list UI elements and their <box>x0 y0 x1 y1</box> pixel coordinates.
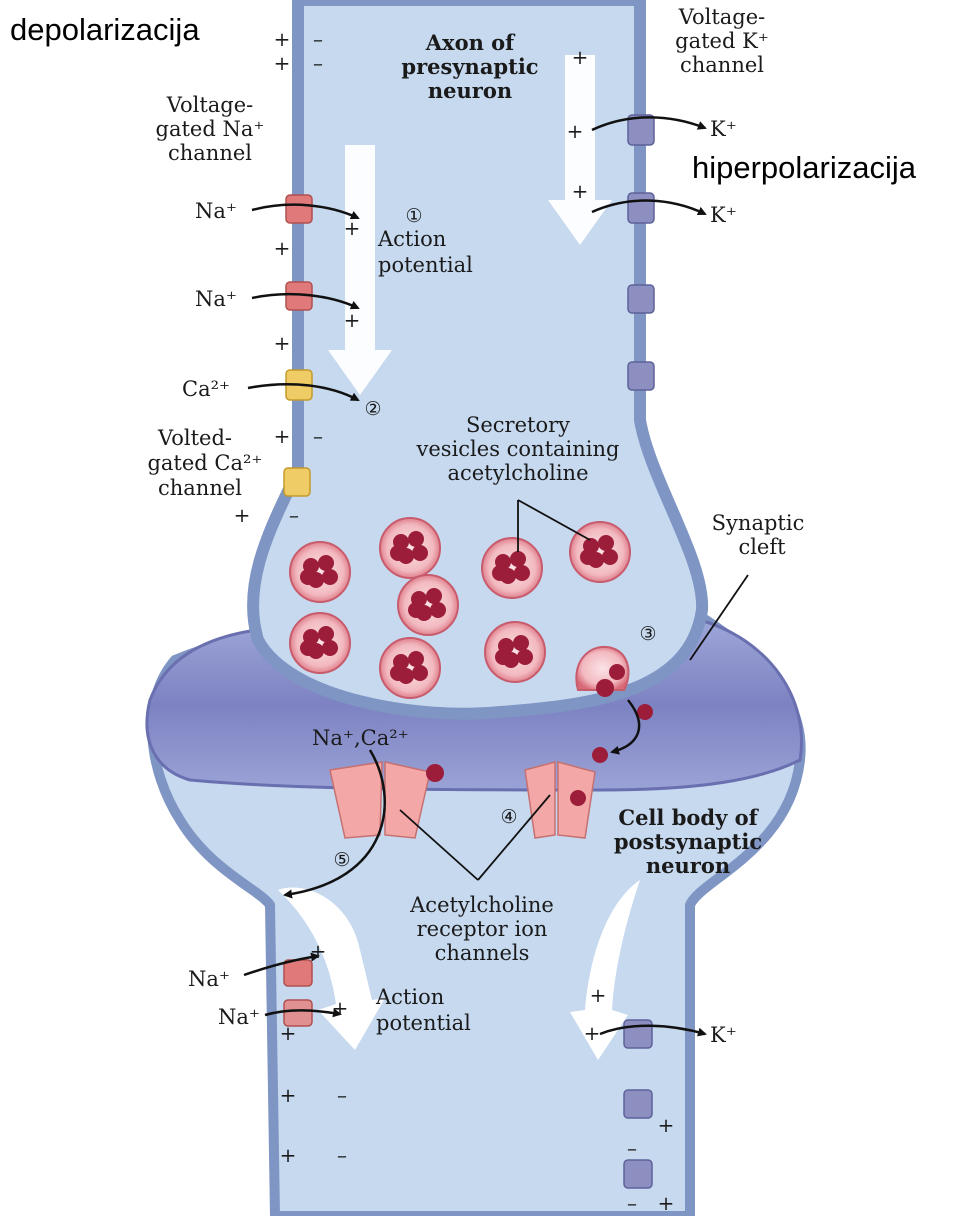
k-channel-7 <box>624 1160 652 1188</box>
plus-sign: + <box>658 1113 675 1137</box>
ca-channel-2 <box>284 468 310 496</box>
na-ion-label-1: Na⁺ <box>195 199 237 223</box>
step-1-marker: ① <box>405 205 422 227</box>
plus-sign: + <box>584 1021 601 1045</box>
cell-body-label-line1: Cell body of <box>618 805 759 830</box>
na-channel-label-line2: gated Na⁺ <box>156 117 265 141</box>
plus-sign: + <box>280 1083 297 1107</box>
minus-sign: – <box>337 1143 347 1167</box>
step-3-marker: ③ <box>639 623 656 645</box>
ach-molecule <box>426 764 444 782</box>
na-ion-label-2: Na⁺ <box>195 287 237 311</box>
ca-ion-label: Ca²⁺ <box>182 377 230 401</box>
action-potential-1-line2: potential <box>378 253 473 277</box>
na-channel-1 <box>286 195 312 223</box>
depolarization-title: depolarizacija <box>10 12 200 48</box>
k-channel-label-line3: channel <box>680 53 764 77</box>
vesicle <box>290 613 350 673</box>
minus-sign: – <box>337 1083 347 1107</box>
vesicles-label-line2: vesicles containing <box>416 437 620 461</box>
plus-sign: + <box>310 939 327 963</box>
na-channel-label: Voltage- gated Na⁺ channel <box>156 93 265 165</box>
ca-channel-label-line3: channel <box>158 476 242 500</box>
na-channel-label-line1: Voltage- <box>166 93 254 117</box>
receptor-label-line2: receptor ion <box>417 917 548 941</box>
minus-sign: – <box>313 27 323 51</box>
step-4-marker: ④ <box>500 806 517 828</box>
plus-sign: + <box>572 179 589 203</box>
na-ca-ion-label: Na⁺,Ca²⁺ <box>312 726 409 750</box>
receptor-label-line3: channels <box>435 941 530 965</box>
k-channel-label-line2: gated K⁺ <box>675 29 769 53</box>
plus-sign: + <box>590 983 607 1007</box>
k-channel-label-line1: Voltage- <box>678 5 766 29</box>
minus-sign: – <box>289 503 299 527</box>
action-potential-2-line2: potential <box>376 1011 471 1035</box>
action-potential-1-line1: Action <box>377 227 446 251</box>
plus-sign: + <box>274 236 291 260</box>
vesicle <box>380 638 440 698</box>
na-ion-label-4: Na⁺ <box>218 1005 260 1029</box>
plus-sign: + <box>332 996 349 1020</box>
na-channel-3 <box>284 960 312 986</box>
k-channel-5 <box>624 1020 652 1048</box>
plus-sign: + <box>658 1191 675 1215</box>
cleft-label-line2: cleft <box>738 535 786 559</box>
ach-molecule <box>592 747 608 763</box>
plus-sign: + <box>344 308 361 332</box>
ach-molecule <box>609 664 625 680</box>
receptor-label-line1: Acetylcholine <box>409 893 554 917</box>
ach-molecule <box>596 679 614 697</box>
k-ion-label-3: K⁺ <box>710 1023 737 1047</box>
vesicle <box>290 542 350 602</box>
minus-sign: – <box>313 51 323 75</box>
vesicle <box>482 538 542 598</box>
vesicle <box>398 575 458 635</box>
plus-sign: + <box>280 1143 297 1167</box>
vesicle <box>380 518 440 578</box>
action-potential-2-line1: Action <box>375 985 444 1009</box>
minus-sign: – <box>627 1191 637 1215</box>
plus-sign: + <box>234 503 251 527</box>
plus-sign: + <box>274 331 291 355</box>
hyperpolarization-title: hiperpolarizacija <box>692 150 916 186</box>
minus-sign: – <box>313 424 323 448</box>
na-channel-label-line3: channel <box>168 141 252 165</box>
k-ion-label-1: K⁺ <box>710 117 737 141</box>
vesicle <box>570 522 630 582</box>
plus-sign: + <box>567 119 584 143</box>
plus-sign: + <box>280 1021 297 1045</box>
cleft-label: Synaptic cleft <box>712 511 805 559</box>
plus-sign: + <box>274 424 291 448</box>
ach-molecule <box>637 704 653 720</box>
k-channel-3 <box>628 285 654 313</box>
ca-channel-label-line1: Volted- <box>157 426 232 450</box>
plus-sign: + <box>344 216 361 240</box>
k-channel-4 <box>628 362 654 390</box>
k-channel-label: Voltage- gated K⁺ channel <box>675 5 769 77</box>
k-channel-2 <box>628 193 654 223</box>
plus-sign: + <box>572 45 589 69</box>
cleft-label-line1: Synaptic <box>712 511 805 535</box>
na-ion-label-3: Na⁺ <box>188 967 230 991</box>
ca-channel-label: Volted- gated Ca²⁺ channel <box>147 426 262 500</box>
cell-body-label-line2: postsynaptic <box>614 829 762 854</box>
vesicles-label-line1: Secretory <box>466 413 570 437</box>
ach-molecule <box>570 790 586 806</box>
step-5-marker: ⑤ <box>333 849 350 871</box>
ca-channel-label-line2: gated Ca²⁺ <box>147 451 262 475</box>
plus-sign: + <box>274 51 291 75</box>
vesicles-label-line3: acetylcholine <box>447 461 588 485</box>
axon-label-line1: Axon of <box>425 30 516 55</box>
vesicle <box>485 622 545 682</box>
cell-body-label-line3: neuron <box>646 853 730 878</box>
k-ion-label-2: K⁺ <box>710 203 737 227</box>
axon-label-line2: presynaptic <box>401 54 538 79</box>
minus-sign: – <box>627 1136 637 1160</box>
axon-label-line3: neuron <box>428 78 512 103</box>
plus-sign: + <box>274 27 291 51</box>
step-2-marker: ② <box>364 398 381 420</box>
k-channel-6 <box>624 1090 652 1118</box>
presynaptic-axon <box>253 0 702 714</box>
